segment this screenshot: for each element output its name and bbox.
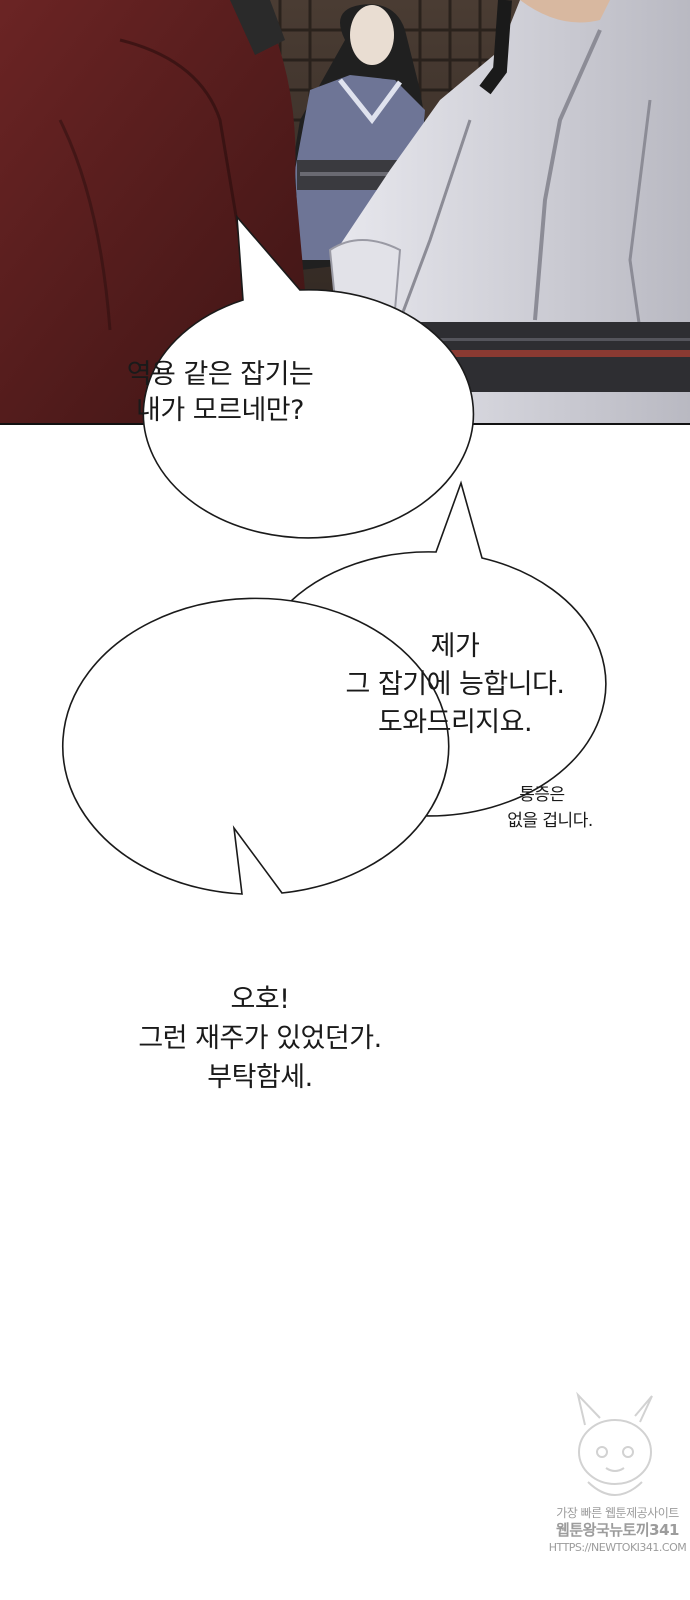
- speech-line: 도와드리지요.: [377, 707, 533, 738]
- manga-panel: [0, 0, 690, 425]
- watermark-line: 가장 빠른 웹툰제공사이트: [556, 1506, 679, 1520]
- mascot-ear-icon: [576, 1391, 601, 1426]
- mascot-ear-icon: [634, 1395, 653, 1423]
- speech-line: 역용 같은 잡기는: [126, 359, 314, 390]
- aside-line: 없을 겁니다.: [507, 811, 593, 831]
- mascot-face-icon: [578, 1419, 652, 1485]
- speech-line: 내가 모르네만?: [136, 395, 304, 426]
- speech-line: 부탁함세.: [207, 1062, 313, 1093]
- aside-line: 통증은: [519, 785, 565, 805]
- watermark-text: 가장 빠른 웹툰제공사이트 웹툰왕국뉴토끼341 HTTPS://NEWTOKI…: [545, 1505, 690, 1556]
- speech-bubble-1: [142, 214, 475, 539]
- speech-text-1: 역용 같은 잡기는 내가 모르네만?: [70, 357, 370, 429]
- speech-line: 오호!: [230, 984, 290, 1015]
- man-in-white-robe: [328, 0, 690, 425]
- speech-text-2: 제가 그 잡기에 능합니다. 도와드리지요.: [285, 628, 625, 742]
- watermark-logo: [576, 1391, 653, 1496]
- watermark-line: 웹툰왕국뉴토끼341: [556, 1521, 679, 1539]
- panel-artwork: [0, 0, 690, 425]
- speech-line: 그 잡기에 능합니다.: [345, 669, 565, 700]
- speech-line: 그런 재주가 있었던가.: [138, 1023, 382, 1054]
- aside-text: 통증은 없을 겁니다.: [480, 782, 620, 834]
- speech-text-3: 오호! 그런 재주가 있었던가. 부탁함세.: [80, 980, 440, 1097]
- speech-line: 제가: [430, 631, 480, 662]
- speech-bubble-3: [61, 597, 450, 895]
- watermark-line: HTTPS://NEWTOKI341.COM: [548, 1541, 687, 1554]
